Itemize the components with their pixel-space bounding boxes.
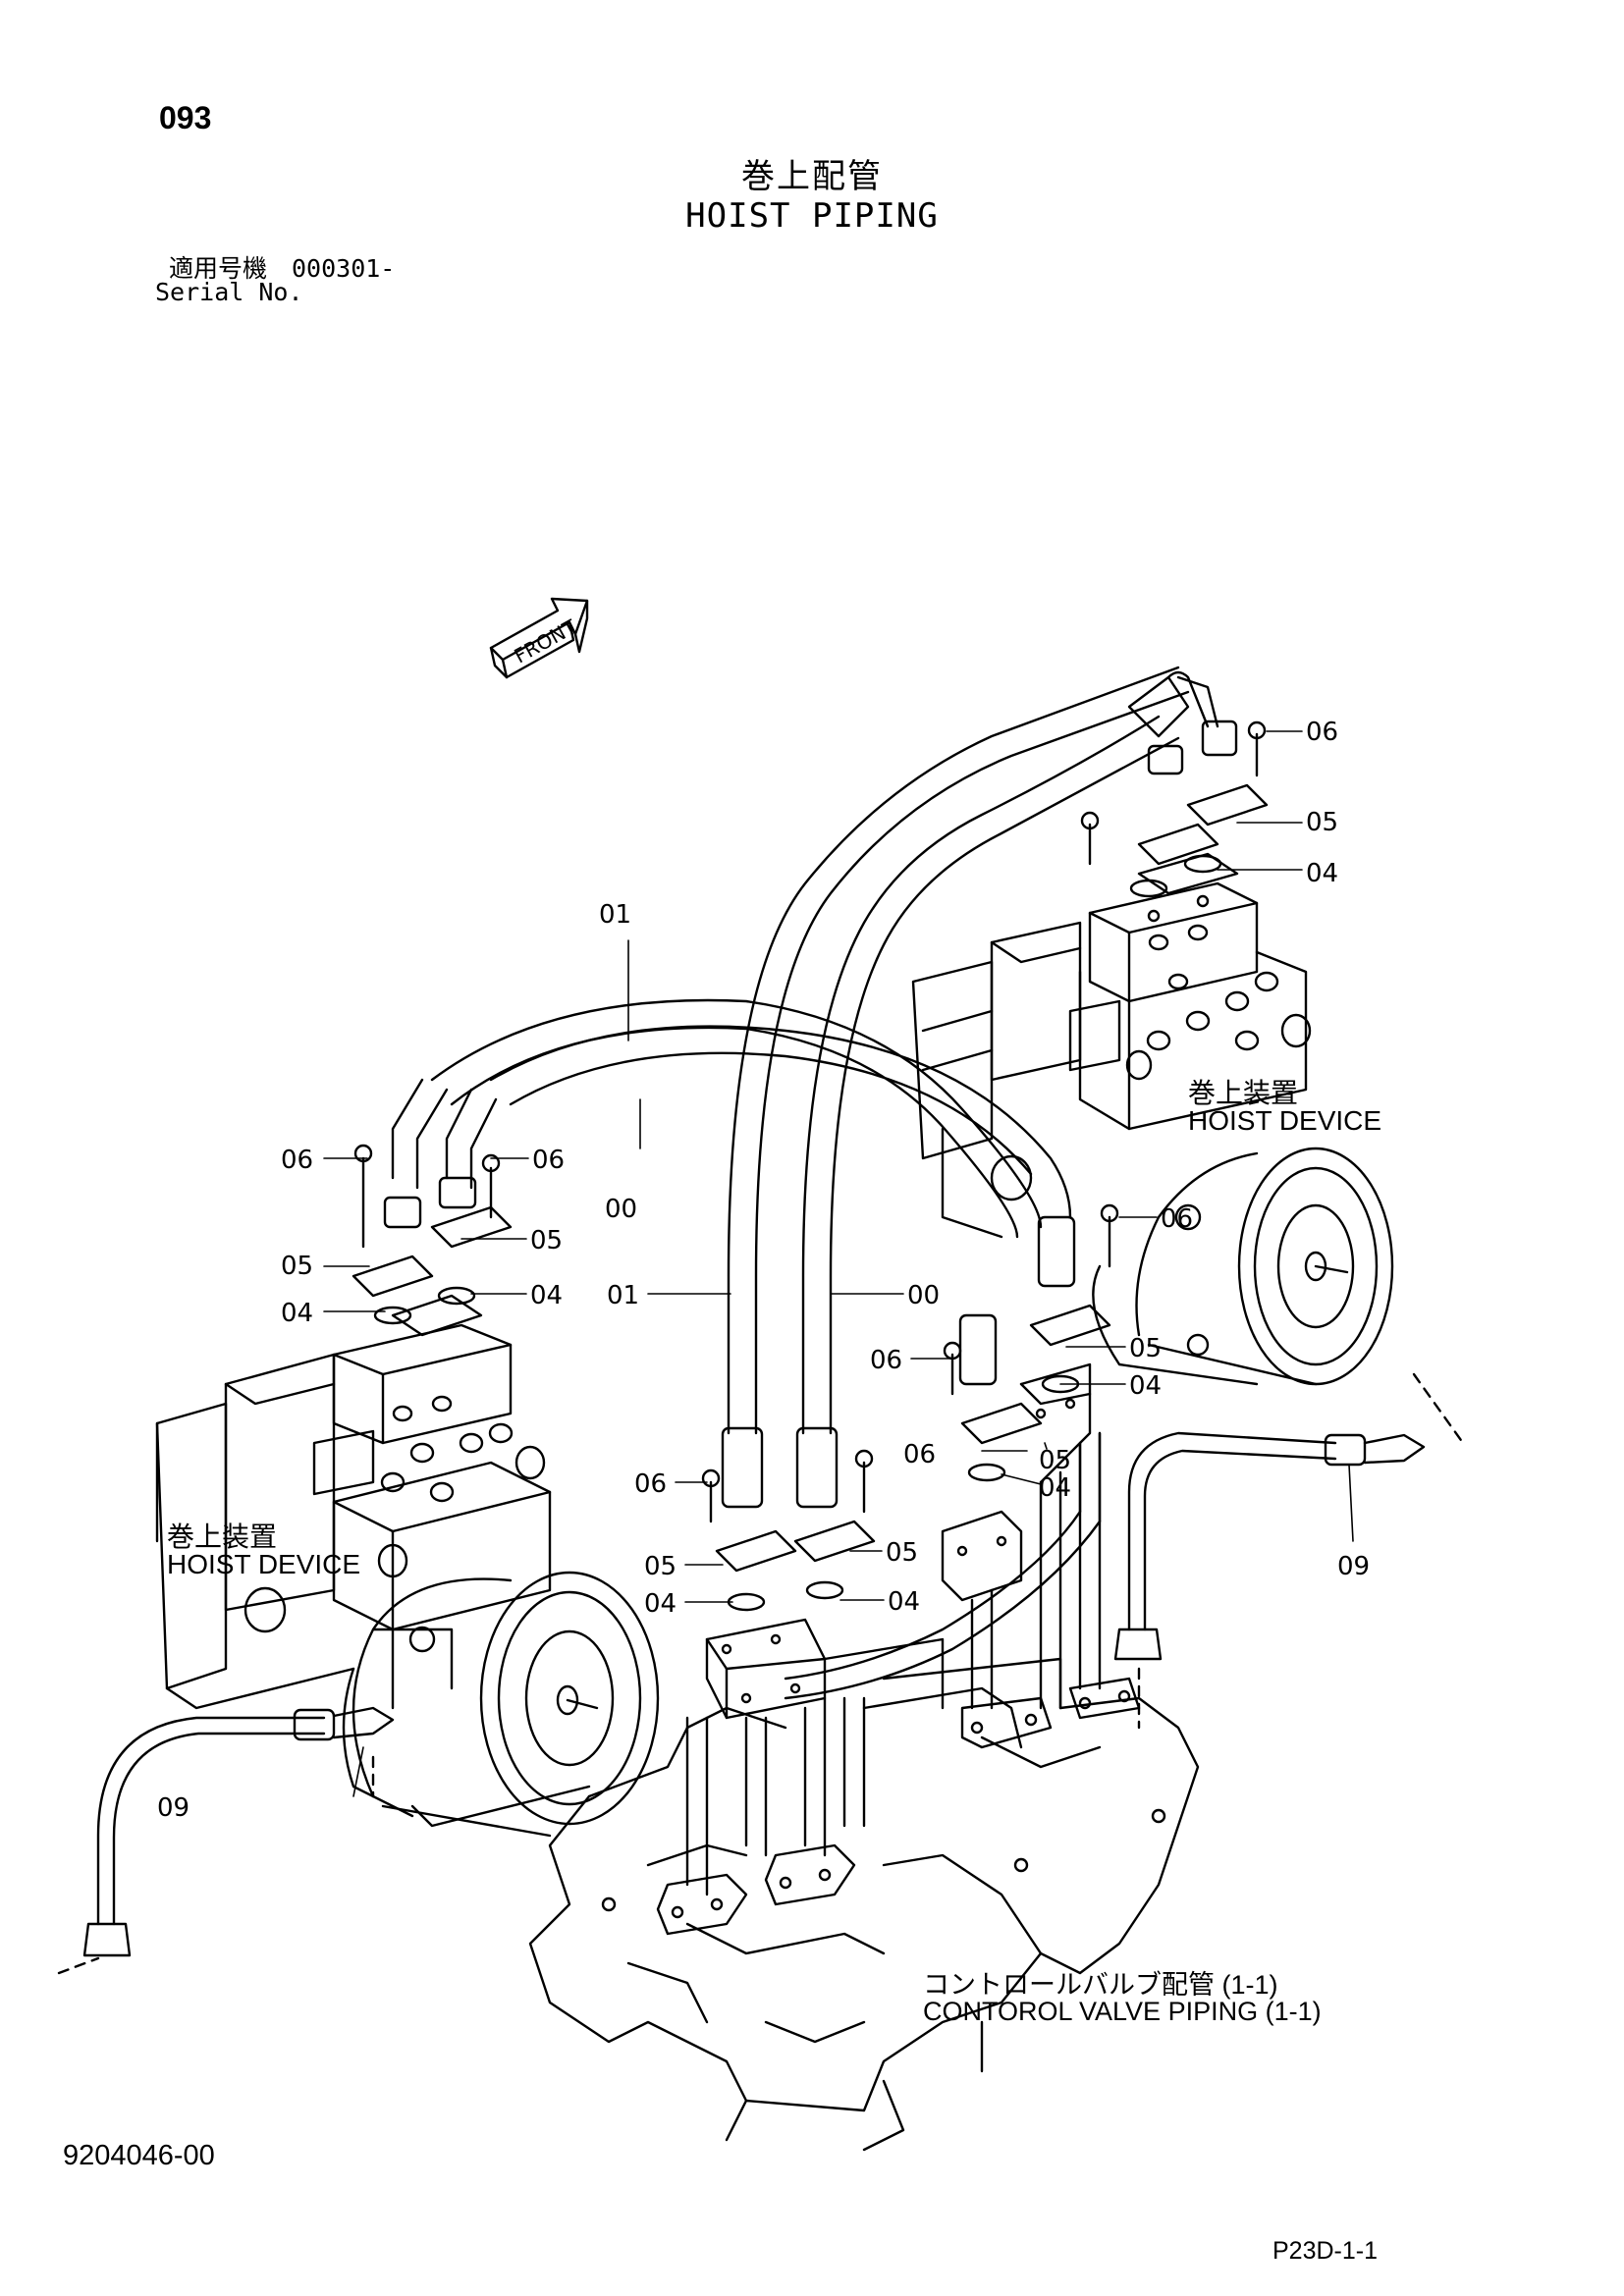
callout-05-upper-right: 05	[1306, 808, 1338, 837]
document-number: 9204046-00	[63, 2140, 215, 2171]
right-flange-group	[1080, 721, 1269, 898]
callout-06-left: 06	[281, 1146, 313, 1175]
callout-00-mid: 00	[907, 1281, 940, 1310]
callout-05-right-mid: 05	[1129, 1334, 1162, 1363]
callout-01-mid: 01	[607, 1281, 639, 1310]
page-reference: P23D-1-1	[1272, 2237, 1378, 2265]
hoist-device-left-en: HOIST DEVICE	[167, 1549, 361, 1579]
serial-number-jp: 適用号機 000301-	[169, 254, 396, 283]
callout-05-lower: 05	[644, 1552, 677, 1581]
callout-01-top: 01	[599, 900, 631, 930]
front-arrow-icon: FRONT	[489, 597, 589, 679]
callout-04-lower: 04	[644, 1589, 677, 1619]
callout-labels: 01 00 06 05 04 06 06 05 05 04 04 01 00 0…	[157, 718, 1370, 1823]
callout-04-left-b: 04	[281, 1299, 313, 1328]
hoist-device-right-jp: 巻上装置	[1188, 1078, 1299, 1108]
right-hoist-device	[911, 852, 1394, 1386]
callout-05-left-b: 05	[281, 1252, 313, 1281]
callout-05-left: 05	[530, 1226, 563, 1255]
callout-06-upper-right: 06	[1306, 718, 1338, 747]
control-valve-piping-en: CONTOROL VALVE PIPING (1-1)	[923, 1997, 1322, 2026]
leader-lines	[323, 730, 1354, 1797]
callout-09-left: 09	[157, 1793, 189, 1823]
hoist-device-right-en: HOIST DEVICE	[1188, 1105, 1382, 1136]
callout-06-lower: 06	[634, 1469, 667, 1499]
page-number: 093	[159, 100, 212, 135]
diagram-title-en: HOIST PIPING	[685, 196, 939, 236]
callout-04-mid: 04	[1039, 1473, 1071, 1503]
callout-04-right-mid: 04	[1129, 1371, 1162, 1401]
callout-04-left: 04	[530, 1281, 563, 1310]
callout-05-mid: 05	[1039, 1446, 1071, 1475]
control-valve	[528, 1362, 1200, 2152]
callout-00-top: 00	[605, 1195, 637, 1224]
callout-06-right-mid: 06	[1161, 1204, 1193, 1234]
callout-04-upper-right: 04	[1306, 859, 1338, 888]
left-flange-group	[352, 1144, 513, 1325]
callout-06-left-b: 06	[532, 1146, 565, 1175]
left-hoist-device	[155, 1294, 660, 1838]
callout-04-lower-b: 04	[888, 1587, 920, 1617]
control-valve-piping-jp: コントロールバルブ配管 (1-1)	[923, 1970, 1278, 2000]
callout-09-right: 09	[1337, 1552, 1370, 1581]
hoist-device-left-jp: 巻上装置	[167, 1522, 278, 1552]
callout-06-mid: 06	[870, 1346, 902, 1375]
diagram-title-jp: 巻上配管	[741, 157, 883, 196]
hose-assemblies	[383, 666, 1238, 1509]
callout-05-lower-b: 05	[886, 1538, 918, 1568]
callout-06-mid-b: 06	[903, 1440, 936, 1469]
serial-number-label: Serial No.	[155, 278, 303, 306]
pipe-09-assemblies	[57, 1372, 1465, 1975]
